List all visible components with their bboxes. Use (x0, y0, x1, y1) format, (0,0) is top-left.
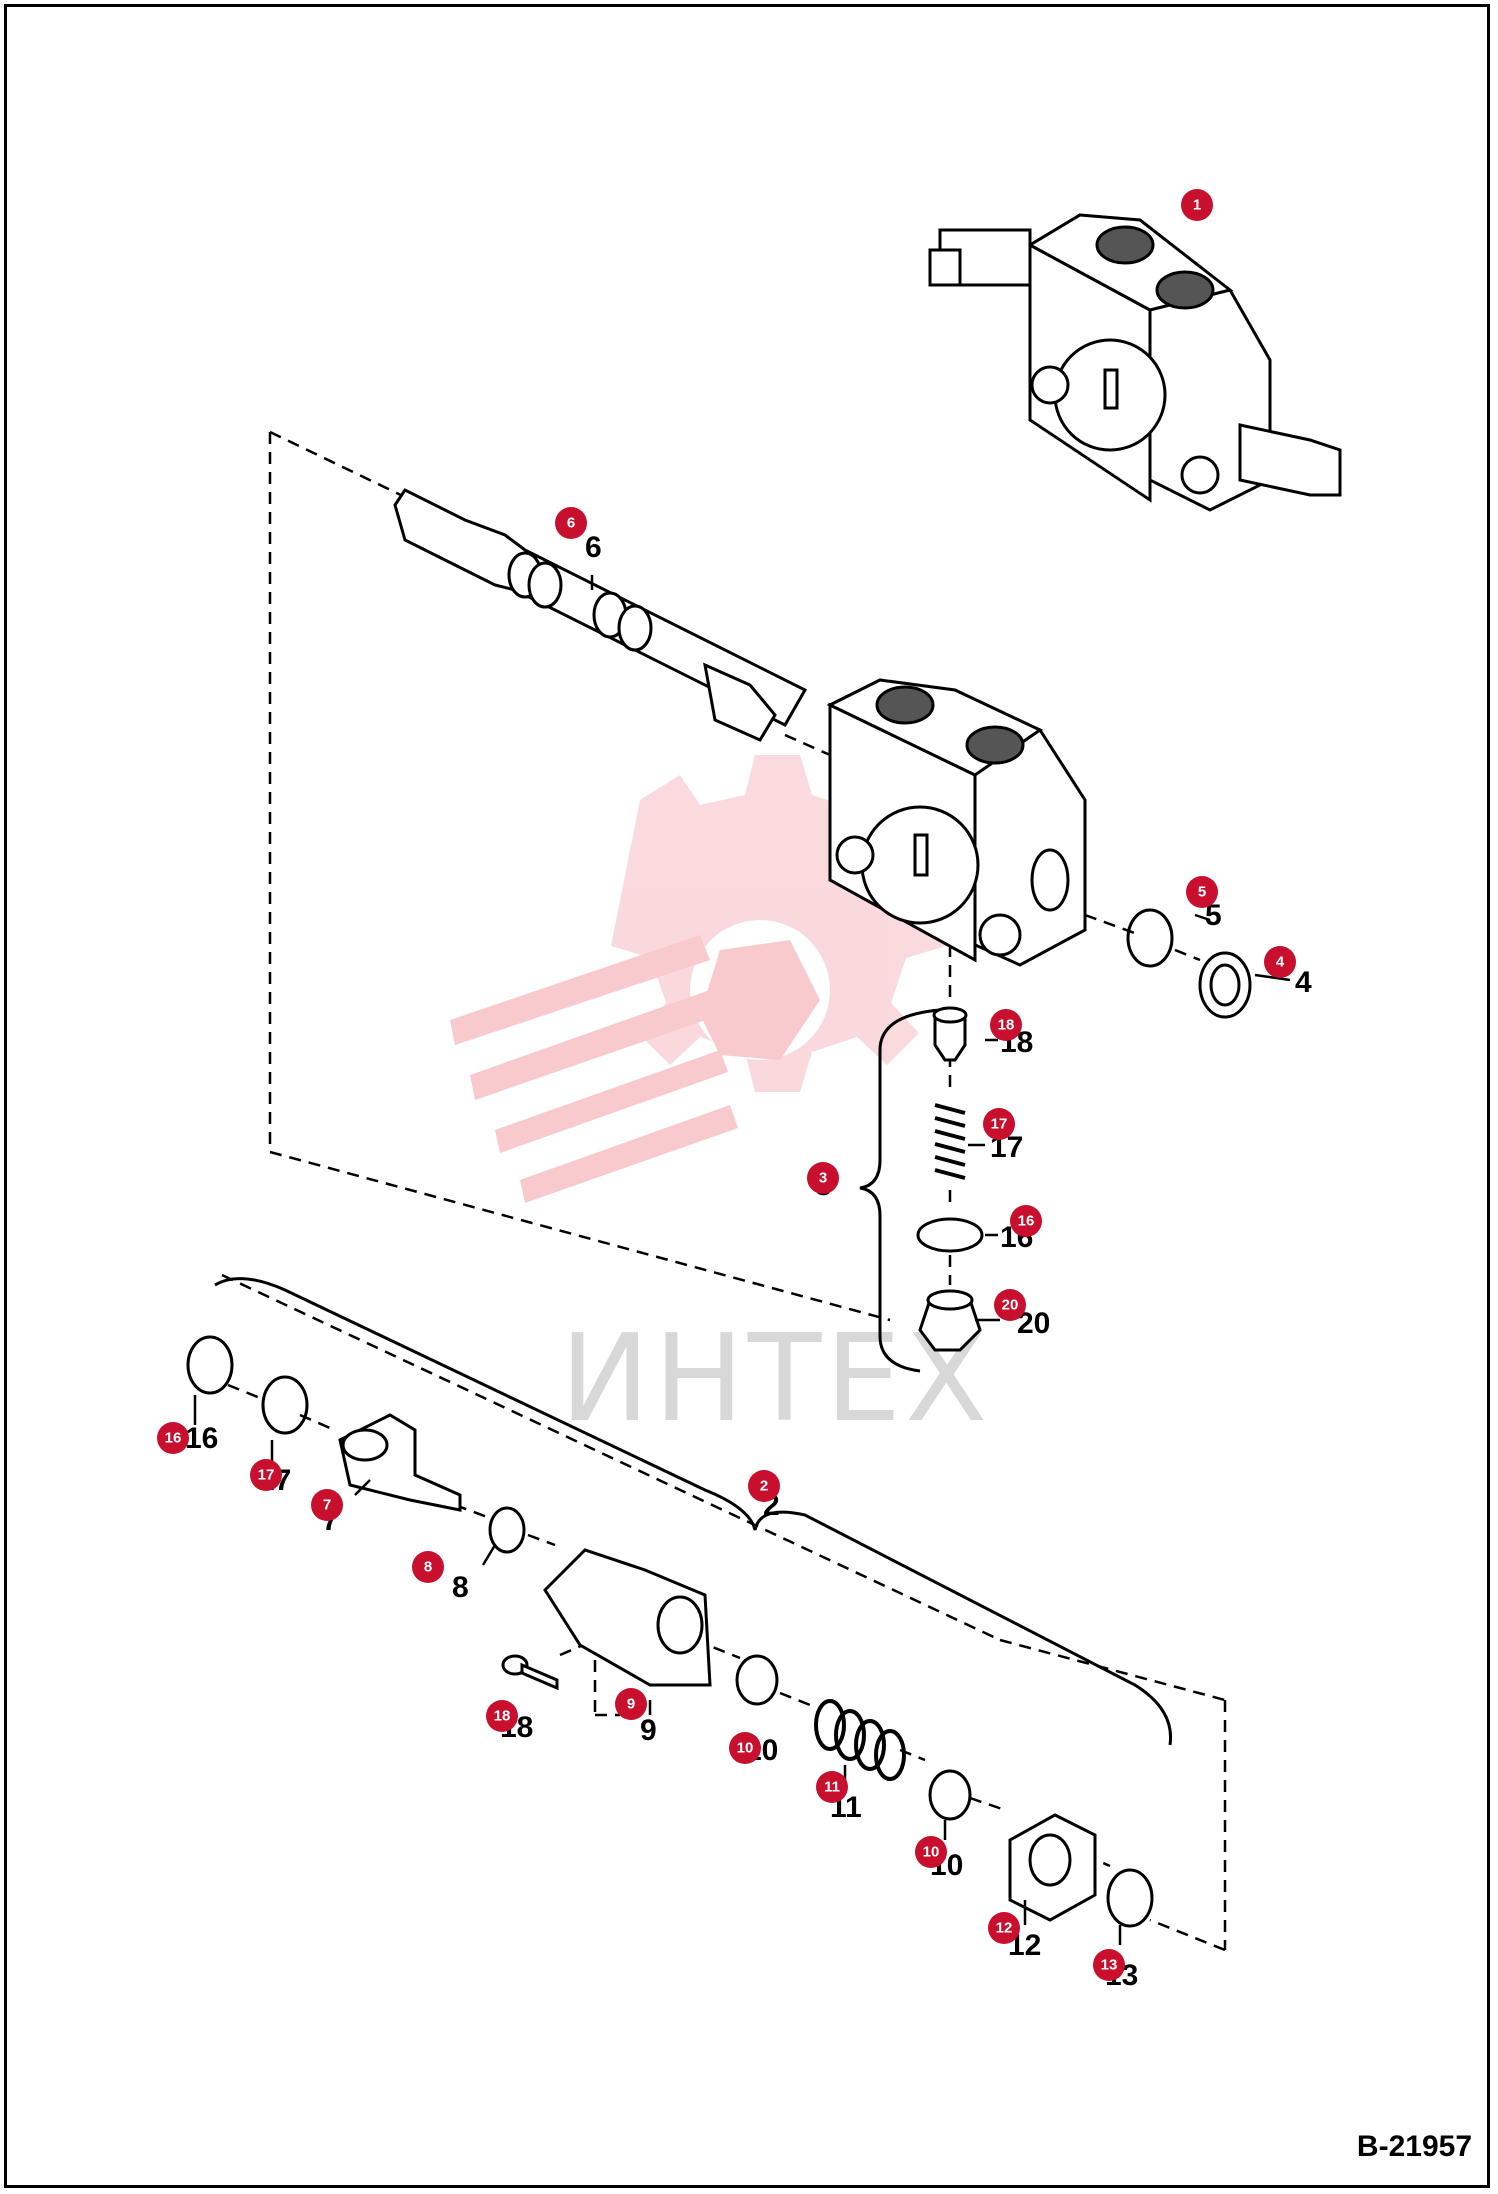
cap-9-part (543, 1548, 712, 1687)
valve-section-assembly-part (928, 213, 1342, 512)
svg-text:8: 8 (424, 1559, 432, 1576)
marker-19[interactable]: 18 (486, 1700, 518, 1732)
marker-17[interactable]: 16 (157, 1422, 189, 1454)
svg-text:10: 10 (923, 1844, 940, 1861)
poppet-16-part (932, 1006, 968, 1062)
svg-text:4: 4 (1276, 954, 1285, 971)
svg-text:9: 9 (627, 1696, 635, 1713)
plug-20-part (918, 1289, 982, 1352)
o-ring-5-part (1126, 908, 1174, 968)
svg-text:12: 12 (996, 1920, 1013, 1937)
part-label-8: 8 (452, 1571, 469, 1604)
marker-15[interactable]: 17 (983, 1108, 1015, 1140)
seat-10a-part (735, 1654, 779, 1706)
seat-10b-part (928, 1769, 972, 1821)
diagram-frame (4, 4, 1490, 2188)
part-label-5: 5 (1205, 899, 1222, 932)
marker-10b[interactable]: 10 (915, 1836, 947, 1868)
svg-text:20: 20 (1002, 1297, 1019, 1314)
spool-part (393, 488, 808, 742)
marker-12[interactable]: 12 (988, 1912, 1020, 1944)
part-label-9: 9 (640, 1714, 657, 1747)
svg-text:5: 5 (1198, 884, 1206, 901)
assembly-braces (214, 1008, 1173, 1746)
o-ring-13-part (1106, 1868, 1154, 1928)
part-label-4: 4 (1295, 966, 1312, 999)
drawing-reference-code: B-21957 (1356, 2130, 1472, 2163)
marker-10a[interactable]: 10 (729, 1732, 761, 1764)
marker-8[interactable]: 8 (412, 1551, 444, 1583)
marker-3[interactable]: 3 (807, 1162, 839, 1194)
marker-11[interactable]: 11 (816, 1771, 848, 1803)
spring-11-part (814, 1699, 906, 1781)
svg-text:18: 18 (494, 1708, 511, 1725)
svg-text:13: 13 (1101, 1957, 1118, 1974)
marker-1[interactable]: 1 (1181, 189, 1213, 221)
marker-16[interactable]: 18 (990, 1009, 1022, 1041)
marker-9[interactable]: 9 (615, 1688, 647, 1720)
svg-text:17: 17 (258, 1467, 275, 1484)
o-ring-14-part (916, 1217, 984, 1253)
svg-text:2: 2 (760, 1478, 768, 1495)
svg-text:3: 3 (819, 1170, 827, 1187)
o-ring-17-part (186, 1335, 234, 1395)
svg-text:18: 18 (998, 1017, 1015, 1034)
washer-8-part (488, 1506, 526, 1554)
marker-20[interactable]: 20 (994, 1289, 1026, 1321)
marker-7[interactable]: 7 (311, 1489, 343, 1521)
svg-text:16: 16 (1018, 1213, 1035, 1230)
svg-text:17: 17 (991, 1116, 1008, 1133)
screw-19-part (501, 1654, 559, 1691)
callout-markers: 1 6 5 4 18 17 3 16 20 16 17 7 2 8 18 9 1… (157, 189, 1296, 1981)
marker-6[interactable]: 6 (555, 507, 587, 539)
svg-text:10: 10 (737, 1740, 754, 1757)
marker-2[interactable]: 2 (748, 1470, 780, 1502)
marker-18[interactable]: 17 (250, 1459, 282, 1491)
svg-text:7: 7 (323, 1497, 331, 1514)
watermark-text: ИНТЕХ (560, 1310, 991, 1449)
svg-text:11: 11 (824, 1779, 840, 1796)
section-housing-part (826, 678, 1087, 967)
marker-4[interactable]: 4 (1264, 946, 1296, 978)
plug-4-part (1198, 951, 1252, 1019)
o-ring-18-part (261, 1375, 309, 1435)
assembly-dashed-lines (221, 430, 1227, 1952)
cover-12-part (1008, 1813, 1097, 1922)
marker-13[interactable]: 13 (1093, 1949, 1125, 1981)
marker-14[interactable]: 16 (1010, 1205, 1042, 1237)
spring-15-part (934, 1103, 966, 1180)
marker-5[interactable]: 5 (1186, 876, 1218, 908)
part-label-17: 16 (185, 1422, 218, 1455)
part-number-labels: 6 5 4 18 17 16 20 3 16 17 7 8 2 18 9 10 … (185, 531, 1312, 1992)
svg-text:16: 16 (165, 1430, 182, 1447)
part-label-6: 6 (585, 531, 602, 564)
svg-text:1: 1 (1193, 197, 1201, 214)
svg-text:6: 6 (567, 515, 575, 532)
bolt-7-part (338, 1413, 462, 1512)
